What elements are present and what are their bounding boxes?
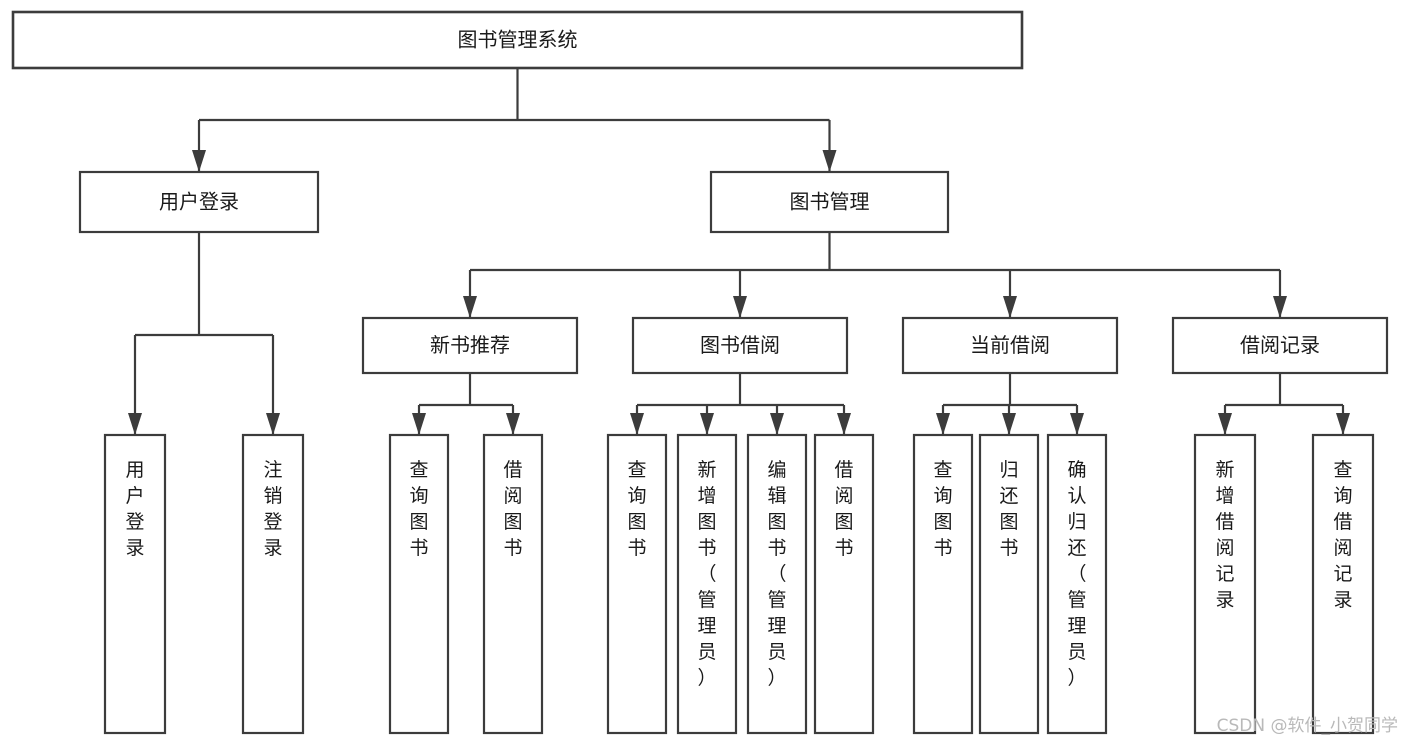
node-label: 图书管理 [790,190,870,214]
node-label: 编辑图书（管理员） [767,459,786,689]
node-leaf-7-借阅图书[interactable]: 借阅图书 [813,433,875,735]
node-label: 查询图书 [627,459,646,559]
node-label: 新书推荐 [430,333,510,357]
node-leaf-1-注销登录[interactable]: 注销登录 [241,433,305,735]
arrow-head-icon [128,413,142,435]
node-leaf-5-新增图书管理[interactable]: 新增图书（管理员） [676,433,738,735]
node-box[interactable] [631,316,849,375]
node-label: 新增图书（管理员） [697,459,716,689]
node-leaf-10-确认归还管理[interactable]: 确认归还（管理员） [1046,433,1108,735]
node-root-图书管理系统[interactable]: 图书管理系统 [11,10,1024,70]
arrow-head-icon [463,296,477,318]
node-leaf-9-归还图书[interactable]: 归还图书 [978,433,1040,735]
node-label: 用户登录 [159,190,239,214]
arrow-head-icon [506,413,520,435]
node-label: 新增借阅记录 [1215,459,1234,611]
arrow-head-icon [1003,296,1017,318]
node-label: 注销登录 [263,459,282,559]
node-box[interactable] [482,433,544,735]
node-box[interactable] [709,170,950,234]
arrow-head-icon [1273,296,1287,318]
node-box[interactable] [388,433,450,735]
node-leaf-8-查询图书[interactable]: 查询图书 [912,433,974,735]
node-box[interactable] [676,433,738,735]
node-label: 查询图书 [409,459,428,559]
arrow-head-icon [733,296,747,318]
node-label: 确认归还（管理员） [1067,459,1086,689]
arrow-head-icon [266,413,280,435]
node-box[interactable] [241,433,305,735]
arrow-head-icon [1070,413,1084,435]
node-l1-0-用户登录[interactable]: 用户登录 [78,170,320,234]
arrow-head-icon [192,150,206,172]
node-box[interactable] [978,433,1040,735]
node-leaf-0-用户登录[interactable]: 用户登录 [103,433,167,735]
arrow-head-icon [412,413,426,435]
node-box[interactable] [1171,316,1389,375]
node-box[interactable] [1046,433,1108,735]
node-box[interactable] [11,10,1024,70]
node-l2-2-当前借阅[interactable]: 当前借阅 [901,316,1119,375]
node-label: 借阅图书 [834,459,853,559]
node-label: 查询借阅记录 [1333,459,1352,611]
node-box[interactable] [361,316,579,375]
node-leaf-2-查询图书[interactable]: 查询图书 [388,433,450,735]
node-box[interactable] [912,433,974,735]
node-label: 查询图书 [933,459,952,559]
node-l2-3-借阅记录[interactable]: 借阅记录 [1171,316,1389,375]
arrow-head-icon [936,413,950,435]
node-leaf-3-借阅图书[interactable]: 借阅图书 [482,433,544,735]
node-l1-1-图书管理[interactable]: 图书管理 [709,170,950,234]
node-label: 归还图书 [999,459,1018,559]
arrow-head-icon [630,413,644,435]
node-box[interactable] [901,316,1119,375]
arrow-head-icon [1336,413,1350,435]
node-leaf-11-新增借阅记录[interactable]: 新增借阅记录 [1193,433,1257,735]
node-box[interactable] [103,433,167,735]
arrow-head-icon [1218,413,1232,435]
node-label: 借阅图书 [503,459,522,559]
node-box[interactable] [746,433,808,735]
node-label: 当前借阅 [970,333,1050,357]
node-box[interactable] [606,433,668,735]
node-box[interactable] [813,433,875,735]
node-label: 图书借阅 [700,333,780,357]
node-box[interactable] [78,170,320,234]
arrow-head-icon [837,413,851,435]
node-leaf-6-编辑图书管理[interactable]: 编辑图书（管理员） [746,433,808,735]
node-label: 借阅记录 [1240,333,1320,357]
connectors-layer [128,68,1350,435]
node-box[interactable] [1193,433,1257,735]
arrow-head-icon [770,413,784,435]
node-label: 用户登录 [125,459,144,559]
nodes-layer: 图书管理系统用户登录图书管理新书推荐图书借阅当前借阅借阅记录用户登录注销登录查询… [11,10,1389,735]
arrow-head-icon [822,150,837,172]
node-leaf-12-查询借阅记录[interactable]: 查询借阅记录 [1311,433,1375,735]
node-box[interactable] [1311,433,1375,735]
node-leaf-4-查询图书[interactable]: 查询图书 [606,433,668,735]
csdn-watermark: CSDN @软件_小贺同学 [1217,716,1398,736]
node-l2-0-新书推荐[interactable]: 新书推荐 [361,316,579,375]
arrow-head-icon [1002,413,1016,435]
node-l2-1-图书借阅[interactable]: 图书借阅 [631,316,849,375]
node-label: 图书管理系统 [458,28,578,52]
arrow-head-icon [700,413,714,435]
